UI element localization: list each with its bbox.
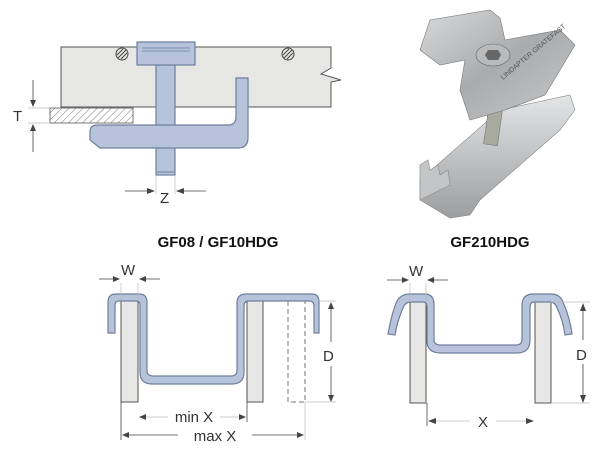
label-z: Z bbox=[160, 190, 169, 207]
dimension-w: W bbox=[387, 263, 448, 302]
grating-bar bbox=[409, 301, 427, 404]
grating-bar-circle bbox=[281, 47, 295, 61]
bolt-shaft bbox=[155, 64, 176, 176]
dimension-max-x: max X bbox=[120, 402, 306, 445]
grating-bar bbox=[246, 299, 264, 403]
clip-profile bbox=[387, 293, 573, 354]
section-view-gf08: T Z GF08 / GF10HDG bbox=[13, 41, 342, 251]
dimension-min-x: min X bbox=[139, 402, 248, 426]
label-w: W bbox=[409, 263, 424, 280]
product-photo-gf210hdg: LINDAPTER GRATEFAST GF210HDG bbox=[419, 9, 576, 251]
dimension-w: W bbox=[99, 262, 160, 300]
bolt-head bbox=[136, 41, 196, 66]
profile-gf08: W D min X max X bbox=[99, 262, 336, 445]
grating-bar bbox=[120, 299, 139, 403]
steel-flange bbox=[49, 107, 134, 124]
label-min-x: min X bbox=[175, 409, 213, 426]
label-max-x: max X bbox=[194, 428, 237, 445]
label-w: W bbox=[121, 262, 136, 279]
dimension-z: Z bbox=[125, 176, 206, 207]
product-title-gf210hdg: GF210HDG bbox=[450, 234, 529, 251]
label-d: D bbox=[323, 348, 334, 365]
dimension-d: D bbox=[551, 301, 590, 404]
grating-beam bbox=[60, 46, 342, 108]
dimension-t: T bbox=[13, 80, 50, 152]
dimension-d: D bbox=[305, 300, 336, 403]
lower-clamp-body bbox=[419, 94, 576, 219]
clip-profile bbox=[107, 293, 320, 385]
dimension-x: X bbox=[426, 403, 534, 431]
label-d: D bbox=[576, 347, 587, 364]
label-x: X bbox=[478, 414, 488, 431]
label-t: T bbox=[13, 108, 22, 125]
hook-clamp bbox=[89, 77, 249, 149]
grating-bar-circle bbox=[115, 47, 129, 61]
grating-bar bbox=[534, 301, 552, 404]
product-title-gf08-gf10hdg: GF08 / GF10HDG bbox=[158, 234, 279, 251]
grating-bar-max-position bbox=[287, 299, 306, 403]
profile-gf210hdg: W D X bbox=[387, 263, 590, 431]
